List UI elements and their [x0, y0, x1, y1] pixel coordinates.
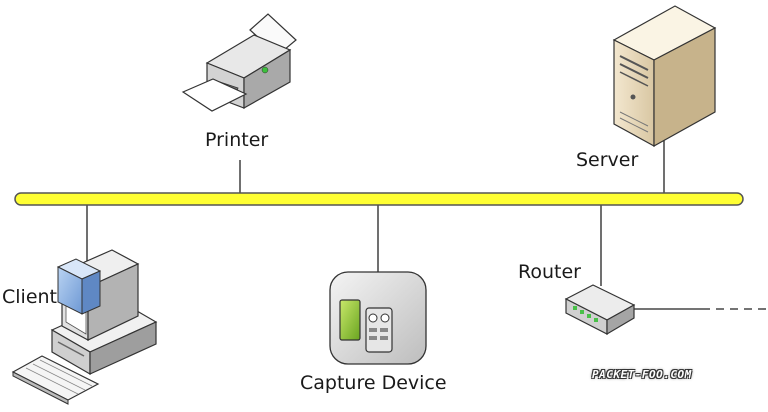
- printer-icon: [181, 13, 297, 112]
- client-label: Client: [2, 286, 58, 308]
- workstation-icon: [11, 249, 158, 405]
- network-bus: [14, 192, 744, 206]
- server-label: Server: [576, 149, 639, 171]
- capture-device-icon: [329, 271, 427, 365]
- capture-device-label: Capture Device: [300, 372, 447, 394]
- server-icon: [612, 5, 717, 148]
- router-icon: [564, 284, 636, 336]
- printer-label: Printer: [205, 129, 269, 151]
- watermark-logo: PACKET-FOO.COM: [592, 368, 692, 381]
- connections: [86, 135, 766, 310]
- router-label: Router: [518, 261, 581, 283]
